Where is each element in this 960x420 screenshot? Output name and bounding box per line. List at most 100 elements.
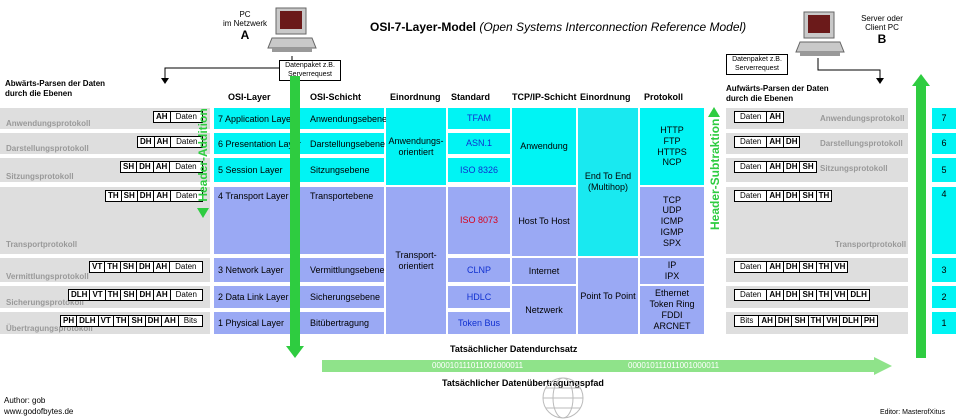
left-packet-header: AH <box>155 137 172 147</box>
standard-cell <box>448 133 510 154</box>
right-packet-header: DH <box>784 290 801 300</box>
right-packet-header: DLH <box>840 316 862 326</box>
right-packet-header: Daten <box>735 112 768 122</box>
header-addition-arrow <box>286 76 304 358</box>
author: Author: gob <box>4 396 46 405</box>
header-protokoll: Protokoll <box>644 92 684 102</box>
left-packet-header: AH <box>154 262 171 272</box>
right-packet-header: AH <box>767 137 784 147</box>
layer-name: 1 Physical Layer <box>218 318 285 328</box>
einordnung-upper: Anwendungs- orientiert <box>388 135 444 157</box>
standard-cell <box>448 108 510 129</box>
standard-cell <box>448 258 510 282</box>
right-packet-header: AH <box>769 112 781 121</box>
left-packet-header: TH <box>105 262 121 272</box>
page-title: OSI-7-Layer-Model (Open Systems Intercon… <box>370 20 746 34</box>
tcpip-internet-cell <box>512 258 576 284</box>
left-protocol-label: Übertragungsprotokoll <box>6 324 93 333</box>
right-packet-header: AH <box>767 262 784 272</box>
layer-schicht: Vermittlungsebene <box>310 265 385 275</box>
tcpip-internet: Internet <box>528 265 560 276</box>
left-packet-header: AH <box>154 191 171 201</box>
packet-box-b-line2: Serverrequest <box>735 65 779 72</box>
right-packet-header: Daten <box>735 162 768 172</box>
packet-box-a: Datenpaket z.B. Serverrequest <box>279 60 341 81</box>
right-packet-header: AH <box>767 162 784 172</box>
standard-label: CLNP <box>466 264 491 275</box>
layer-name: 3 Network Layer <box>218 265 284 275</box>
einordnung-lower-cell <box>386 187 446 334</box>
up-triangle-icon <box>708 107 720 117</box>
protokoll-upper-cell <box>640 108 704 185</box>
left-packet-header: AH <box>162 316 179 326</box>
layer-number: 5 <box>932 158 956 182</box>
left-packet-header: VT <box>90 262 106 272</box>
left-packet-header: SH <box>121 262 138 272</box>
header-einordnung: Einordnung <box>390 92 441 102</box>
left-packet-header: DH <box>137 162 154 172</box>
right-protocol-label: Darstellungsprotokoll <box>820 139 903 148</box>
right-protocol-label: Anwendungsprotokoll <box>820 114 905 123</box>
layer-number: 6 <box>932 133 956 154</box>
protokoll-transport: TCP UDP ICMP IGMP SPX <box>660 194 684 248</box>
left-packet-header: DH <box>146 316 163 326</box>
einordnung-upper-cell <box>386 108 446 185</box>
layer-schicht: Anwendungsebene <box>310 113 388 124</box>
protokoll-network: IP IPX <box>664 260 680 281</box>
right-packet-header: DH <box>776 316 793 326</box>
layer-number: 1 <box>932 312 956 334</box>
left-heading: Abwärts-Parsen der Daten durch die Ebene… <box>5 79 105 99</box>
left-protocol-label: Vermittlungsprotokoll <box>6 272 89 281</box>
layer-schicht: Sicherungsebene <box>310 292 381 302</box>
left-packet-header: Daten <box>175 262 197 271</box>
layer-number: 7 <box>932 108 956 129</box>
left-packet-header: DH <box>137 262 154 272</box>
left-packet: AH Daten <box>153 111 203 123</box>
einordnung2-p2p: Point To Point <box>580 290 636 301</box>
right-packet-header: TH <box>817 290 833 300</box>
right-heading: Aufwärts-Parsen der Daten durch die Eben… <box>726 84 829 104</box>
standard-label: HDLC <box>466 291 492 302</box>
left-packet-header: SH <box>121 162 138 172</box>
pc-b-line1: Server oder <box>861 14 903 23</box>
title-main: OSI-7-Layer-Model <box>370 20 477 34</box>
right-packet-header: PH <box>863 316 875 325</box>
einordnung2-e2e: End To End (Multihop) <box>584 171 632 192</box>
website: www.godofbytes.de <box>4 407 74 416</box>
computer-a-icon <box>267 7 317 52</box>
left-protocol-label: Sicherungsprotokoll <box>6 298 84 307</box>
header-subtraktion-arrow <box>912 74 930 358</box>
standard-cell <box>448 158 510 182</box>
header-osi-schicht: OSI-Schicht <box>310 92 362 102</box>
left-packet-header: AH <box>154 290 171 300</box>
packet-box-a-line1: Datenpaket z.B. <box>285 62 335 69</box>
protokoll-transport-cell <box>640 187 704 256</box>
left-packet-header: TH <box>114 316 130 326</box>
left-packet-header: AH <box>154 112 171 122</box>
layer-schicht: Sitzungsebene <box>310 165 370 175</box>
pc-a-label: PC im Netzwerk A <box>218 10 272 42</box>
right-packet-header: TH <box>818 191 830 200</box>
down-triangle-icon <box>197 208 209 218</box>
left-packet-header: Daten <box>175 112 197 121</box>
e2e-cell <box>578 108 638 256</box>
title-sub: (Open Systems Interconnection Reference … <box>479 20 747 34</box>
right-packet-header: DH <box>784 262 801 272</box>
right-packet-header: VH <box>824 316 841 326</box>
left-packet-header: DLH <box>69 290 91 300</box>
tcpip-host: Host To Host <box>518 216 570 227</box>
pfad-label: Tatsächlicher Datenübertragungspfad <box>442 378 604 388</box>
layer-schicht: Bitübertragung <box>310 318 370 328</box>
tcpip-anwendung-cell <box>512 108 576 185</box>
standard-label: TFAM <box>467 113 491 124</box>
right-packet-header: SH <box>800 262 817 272</box>
